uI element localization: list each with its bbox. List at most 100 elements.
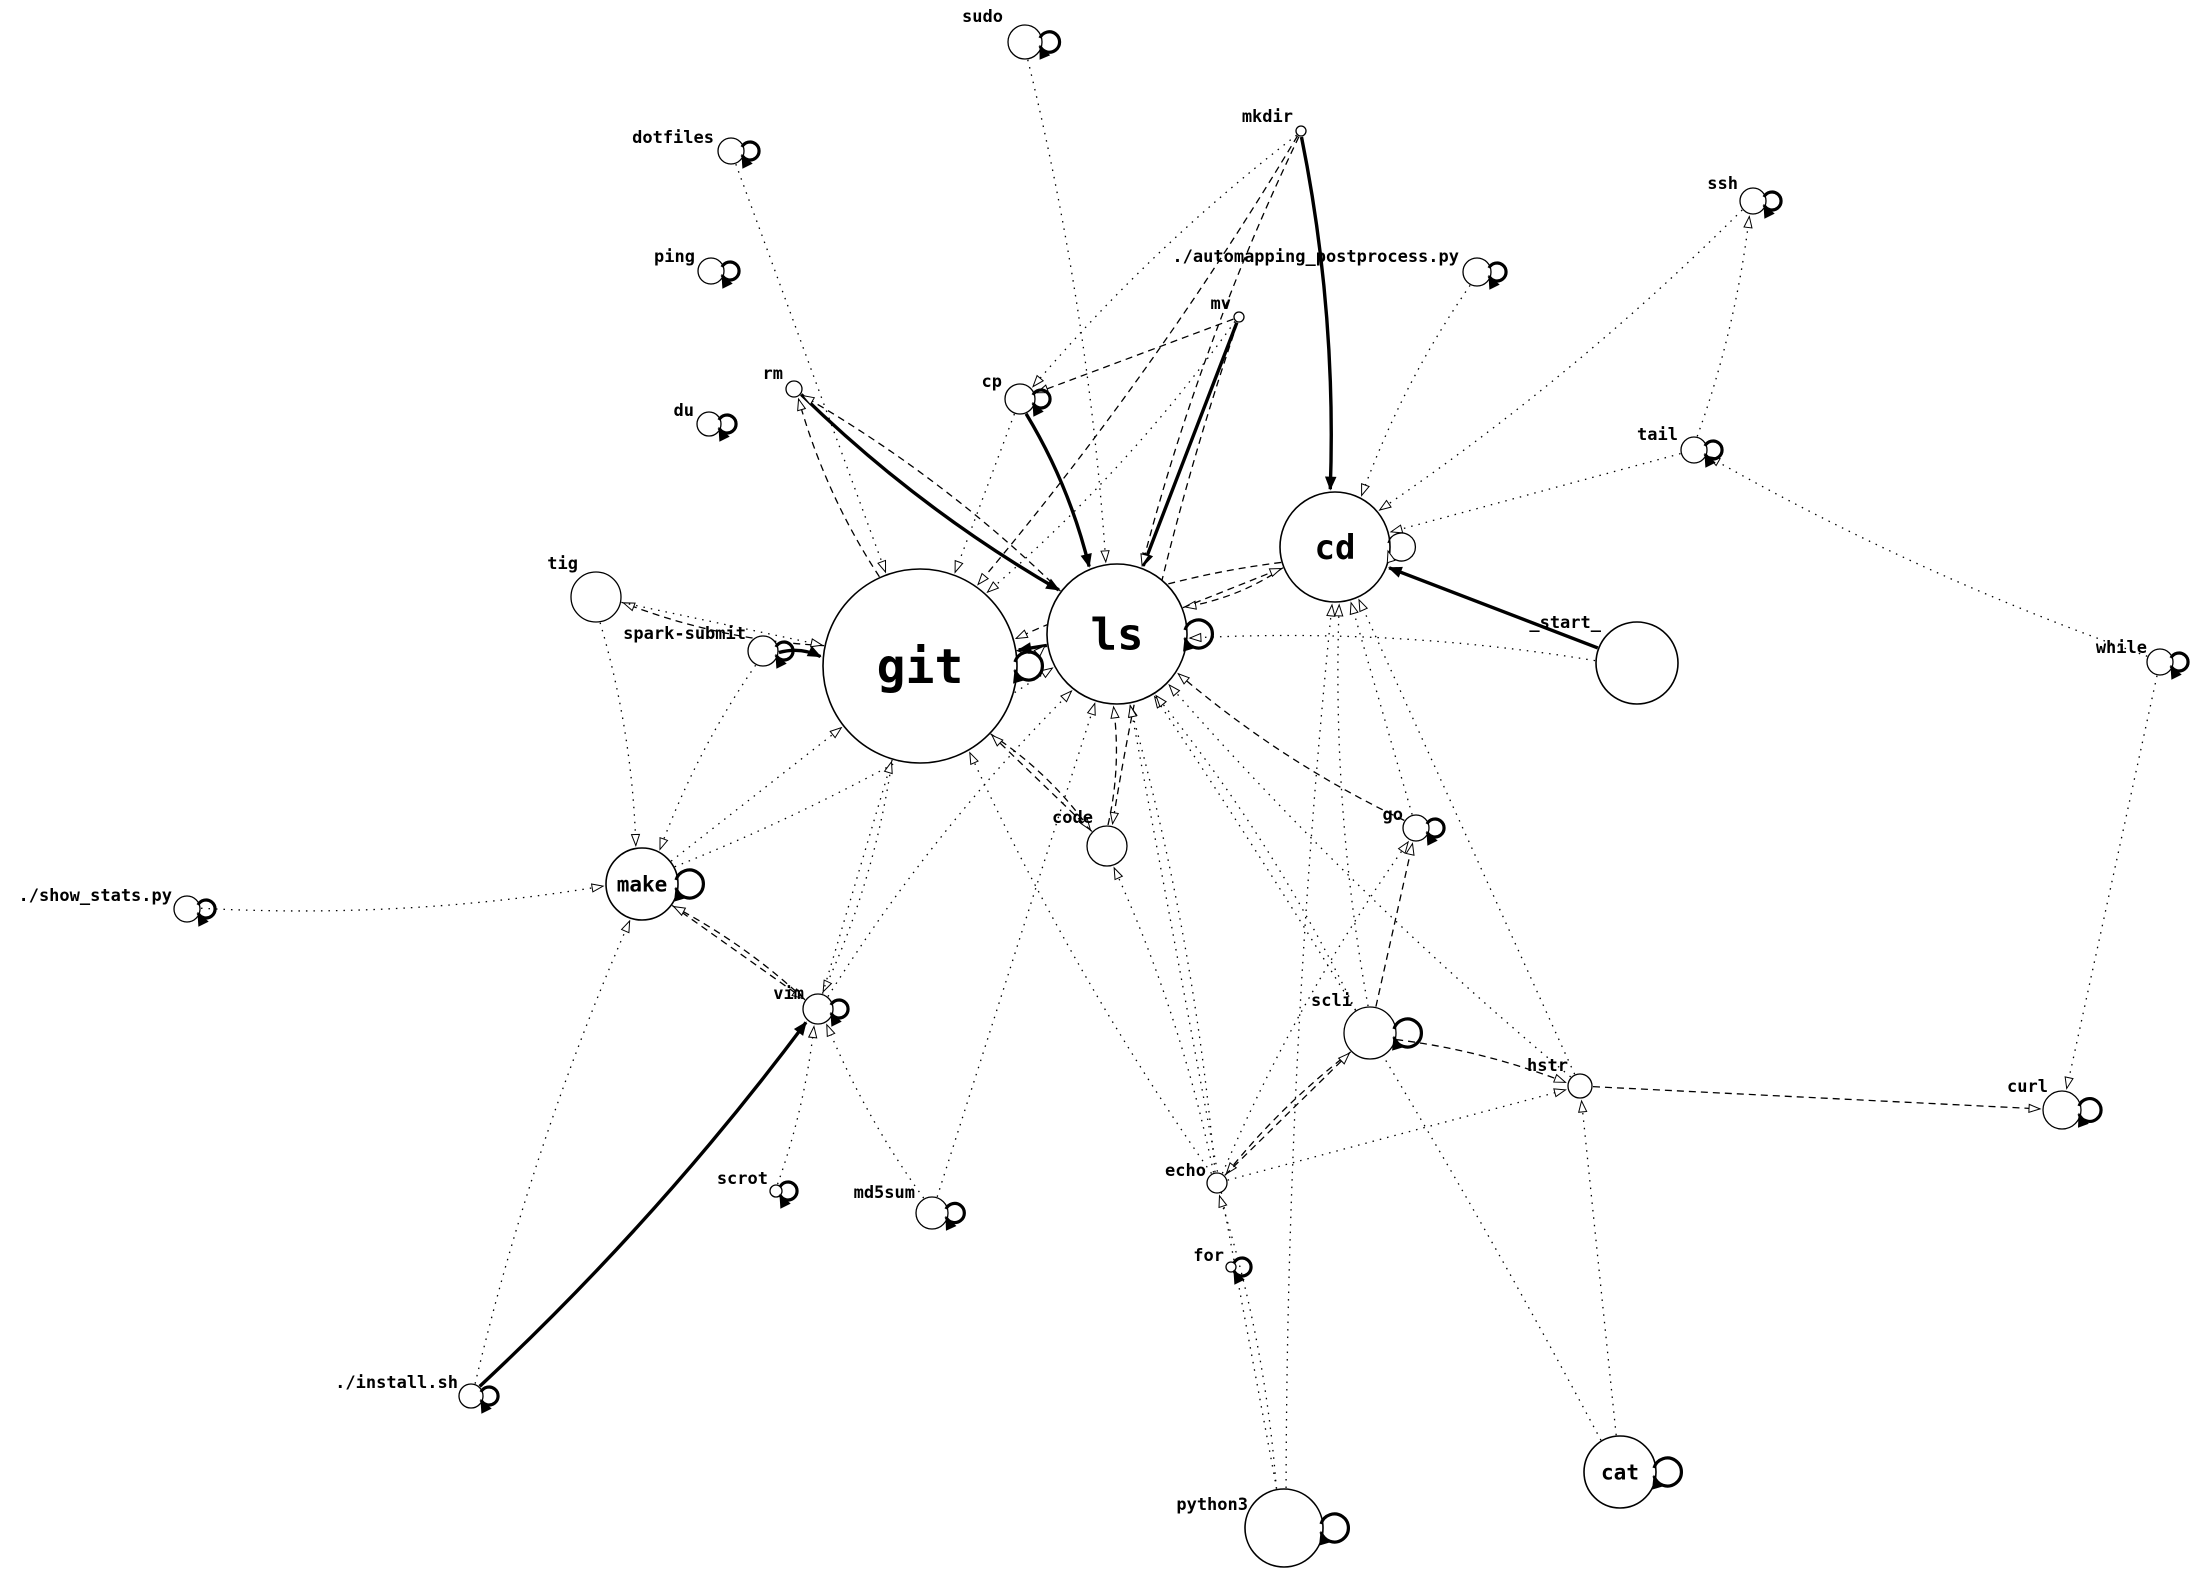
self-loop-ls [1183,618,1215,652]
self-loop-scli [1392,1017,1424,1051]
node-label-go: go [1383,805,1403,825]
node-ls [1046,563,1188,705]
edge-show-stats-py-make [200,883,605,912]
edge-mv-ls [1141,321,1239,568]
node-label-hstr: hstr [1527,1056,1568,1076]
self-loop-du [717,413,738,442]
edge-cp-ls [1024,412,1092,568]
edge-while-curl [2064,675,2158,1090]
node-label-scli: scli [1311,991,1352,1011]
self-loop-sudo [1038,30,1062,60]
node-tail [1680,436,1708,464]
node-label-code: code [1052,808,1093,828]
node-label-sudo: sudo [962,7,1003,27]
node-label-make: make [617,872,668,896]
edge-python3-cd [1285,603,1336,1489]
edge-vim-git [821,760,893,994]
edge-echo-scli [1224,1052,1351,1176]
self-loop-install-sh [479,1385,500,1414]
node-label-show-stats-py: ./show_stats.py [18,886,172,906]
edge-spark-submit-make [659,664,757,851]
node-label-for: for [1193,1246,1224,1266]
edge-make-vim [671,904,805,1000]
node-label-install-sh: ./install.sh [335,1373,458,1393]
node-label-tig: tig [547,554,578,574]
node-du [696,411,722,437]
self-loop-spark-submit [774,640,795,669]
edge-automapping-postprocess-py-cd [1360,284,1471,497]
edge-while-tail [1707,455,2148,657]
self-loop-while [2169,651,2190,680]
self-loop-ping [720,260,741,289]
node-label-echo: echo [1165,1161,1206,1181]
node-curl [2042,1090,2082,1130]
node-vim [802,993,834,1025]
node-make [605,847,679,921]
edge-mv-code [1109,322,1239,826]
edge-start-ls [1188,632,1596,662]
node-cat [1583,1435,1657,1509]
edge-tail-cd [1389,453,1681,534]
edge-mv-cp [1035,318,1234,394]
node-label-python3: python3 [1176,1495,1248,1515]
edge-install-sh-vim [478,1021,808,1388]
self-loop-tail [1703,439,1724,468]
node-label-scrot: scrot [717,1169,768,1189]
node-label-automapping-postprocess-py: ./automapping_postprocess.py [1172,247,1459,267]
node-rm [785,380,803,398]
node-ping [697,257,725,285]
edge-echo-ls [1128,704,1216,1173]
self-loop-python3 [1319,1512,1351,1546]
edge-cp-git [954,413,1015,574]
node-md5sum [915,1196,949,1230]
edge-dotfiles-git [735,163,887,574]
edge-tig-git [621,601,824,648]
node-label-ssh: ssh [1707,174,1738,194]
node-label-git: git [877,639,964,695]
node-label-vim: vim [773,984,804,1004]
edge-vim-ls [827,690,1073,997]
edge-hstr-curl [1592,1086,2042,1114]
node-python3 [1244,1488,1324,1568]
node-label-start: _start_ [1529,613,1601,633]
edge-go-ls [1177,672,1405,821]
node-start [1595,621,1679,705]
node-dotfiles [717,137,745,165]
node-install-sh [458,1383,484,1409]
node-label-md5sum: md5sum [854,1183,915,1203]
node-echo [1206,1172,1228,1194]
node-label-mkdir: mkdir [1242,107,1293,127]
edge-scrot-vim [776,1025,818,1185]
edge-scli-cd [1334,603,1369,1007]
edge-scli-echo [1225,1051,1352,1176]
node-spark-submit [747,635,779,667]
self-loop-for [1232,1256,1253,1285]
edge-spark-submit-git [778,645,822,659]
edge-sudo-ls [1027,59,1110,564]
node-label-spark-submit: spark-submit [623,624,746,644]
self-loop-automapping-postprocess-py [1487,261,1508,290]
self-loop-show-stats-py [196,898,217,927]
edge-hstr-cd [1358,598,1576,1075]
node-ssh [1739,187,1767,215]
self-loop-cat [1652,1456,1684,1490]
edge-mkdir-cd [1299,136,1337,491]
edge-cd-ls [1183,567,1284,610]
node-git [822,568,1018,764]
edge-echo-hstr [1227,1088,1567,1181]
node-automapping-postprocess-py [1462,257,1492,287]
node-cp [1004,383,1036,415]
self-loop-vim [829,998,850,1027]
edge-python3-echo [1218,1194,1278,1489]
edge-scli-go [1375,842,1415,1007]
self-loop-dotfiles [740,140,761,169]
node-hstr [1567,1073,1593,1099]
node-go [1402,814,1430,842]
self-loop-cd [1386,532,1417,564]
edge-mkdir-cp [1032,134,1298,388]
node-label-tail: tail [1637,425,1678,445]
edge-mkdir-git [977,135,1299,586]
node-label-ping: ping [654,247,695,267]
